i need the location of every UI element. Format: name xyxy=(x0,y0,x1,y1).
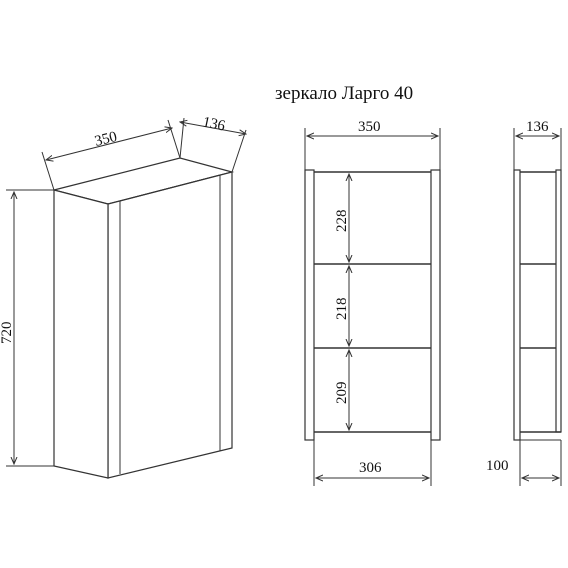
side-bottom-label: 100 xyxy=(486,458,509,474)
iso-width-ext-left xyxy=(41,151,55,191)
drawing-title: зеркало Ларго 40 xyxy=(275,83,413,104)
iso-depth-ext-right xyxy=(231,129,247,173)
iso-side-face xyxy=(53,189,109,479)
side-front-panel xyxy=(555,169,562,433)
iso-width-ext-right xyxy=(167,119,181,159)
iso-width-label: 350 xyxy=(93,129,119,150)
front-left-panel xyxy=(304,169,315,441)
iso-door-top xyxy=(119,174,221,202)
front-width-label: 350 xyxy=(358,119,381,135)
front-shelf2-label: 218 xyxy=(334,298,350,321)
iso-view: 350 136 720 xyxy=(0,114,247,479)
front-inner-label: 306 xyxy=(359,460,382,476)
front-view: 350 228 218 209 306 xyxy=(304,119,441,486)
iso-front-face xyxy=(107,171,233,479)
iso-depth-ext-left xyxy=(179,117,185,159)
iso-height-label: 720 xyxy=(0,322,15,345)
front-shelf1-label: 228 xyxy=(334,210,350,233)
front-right-panel xyxy=(430,169,441,441)
side-view: 136 100 xyxy=(486,119,562,486)
side-back-panel xyxy=(513,169,521,441)
front-shelf3-label: 209 xyxy=(334,382,350,405)
iso-depth-dim-line xyxy=(180,122,246,134)
side-depth-label: 136 xyxy=(526,119,549,135)
iso-width-dim-line xyxy=(46,128,172,160)
iso-depth-label: 136 xyxy=(201,114,227,134)
